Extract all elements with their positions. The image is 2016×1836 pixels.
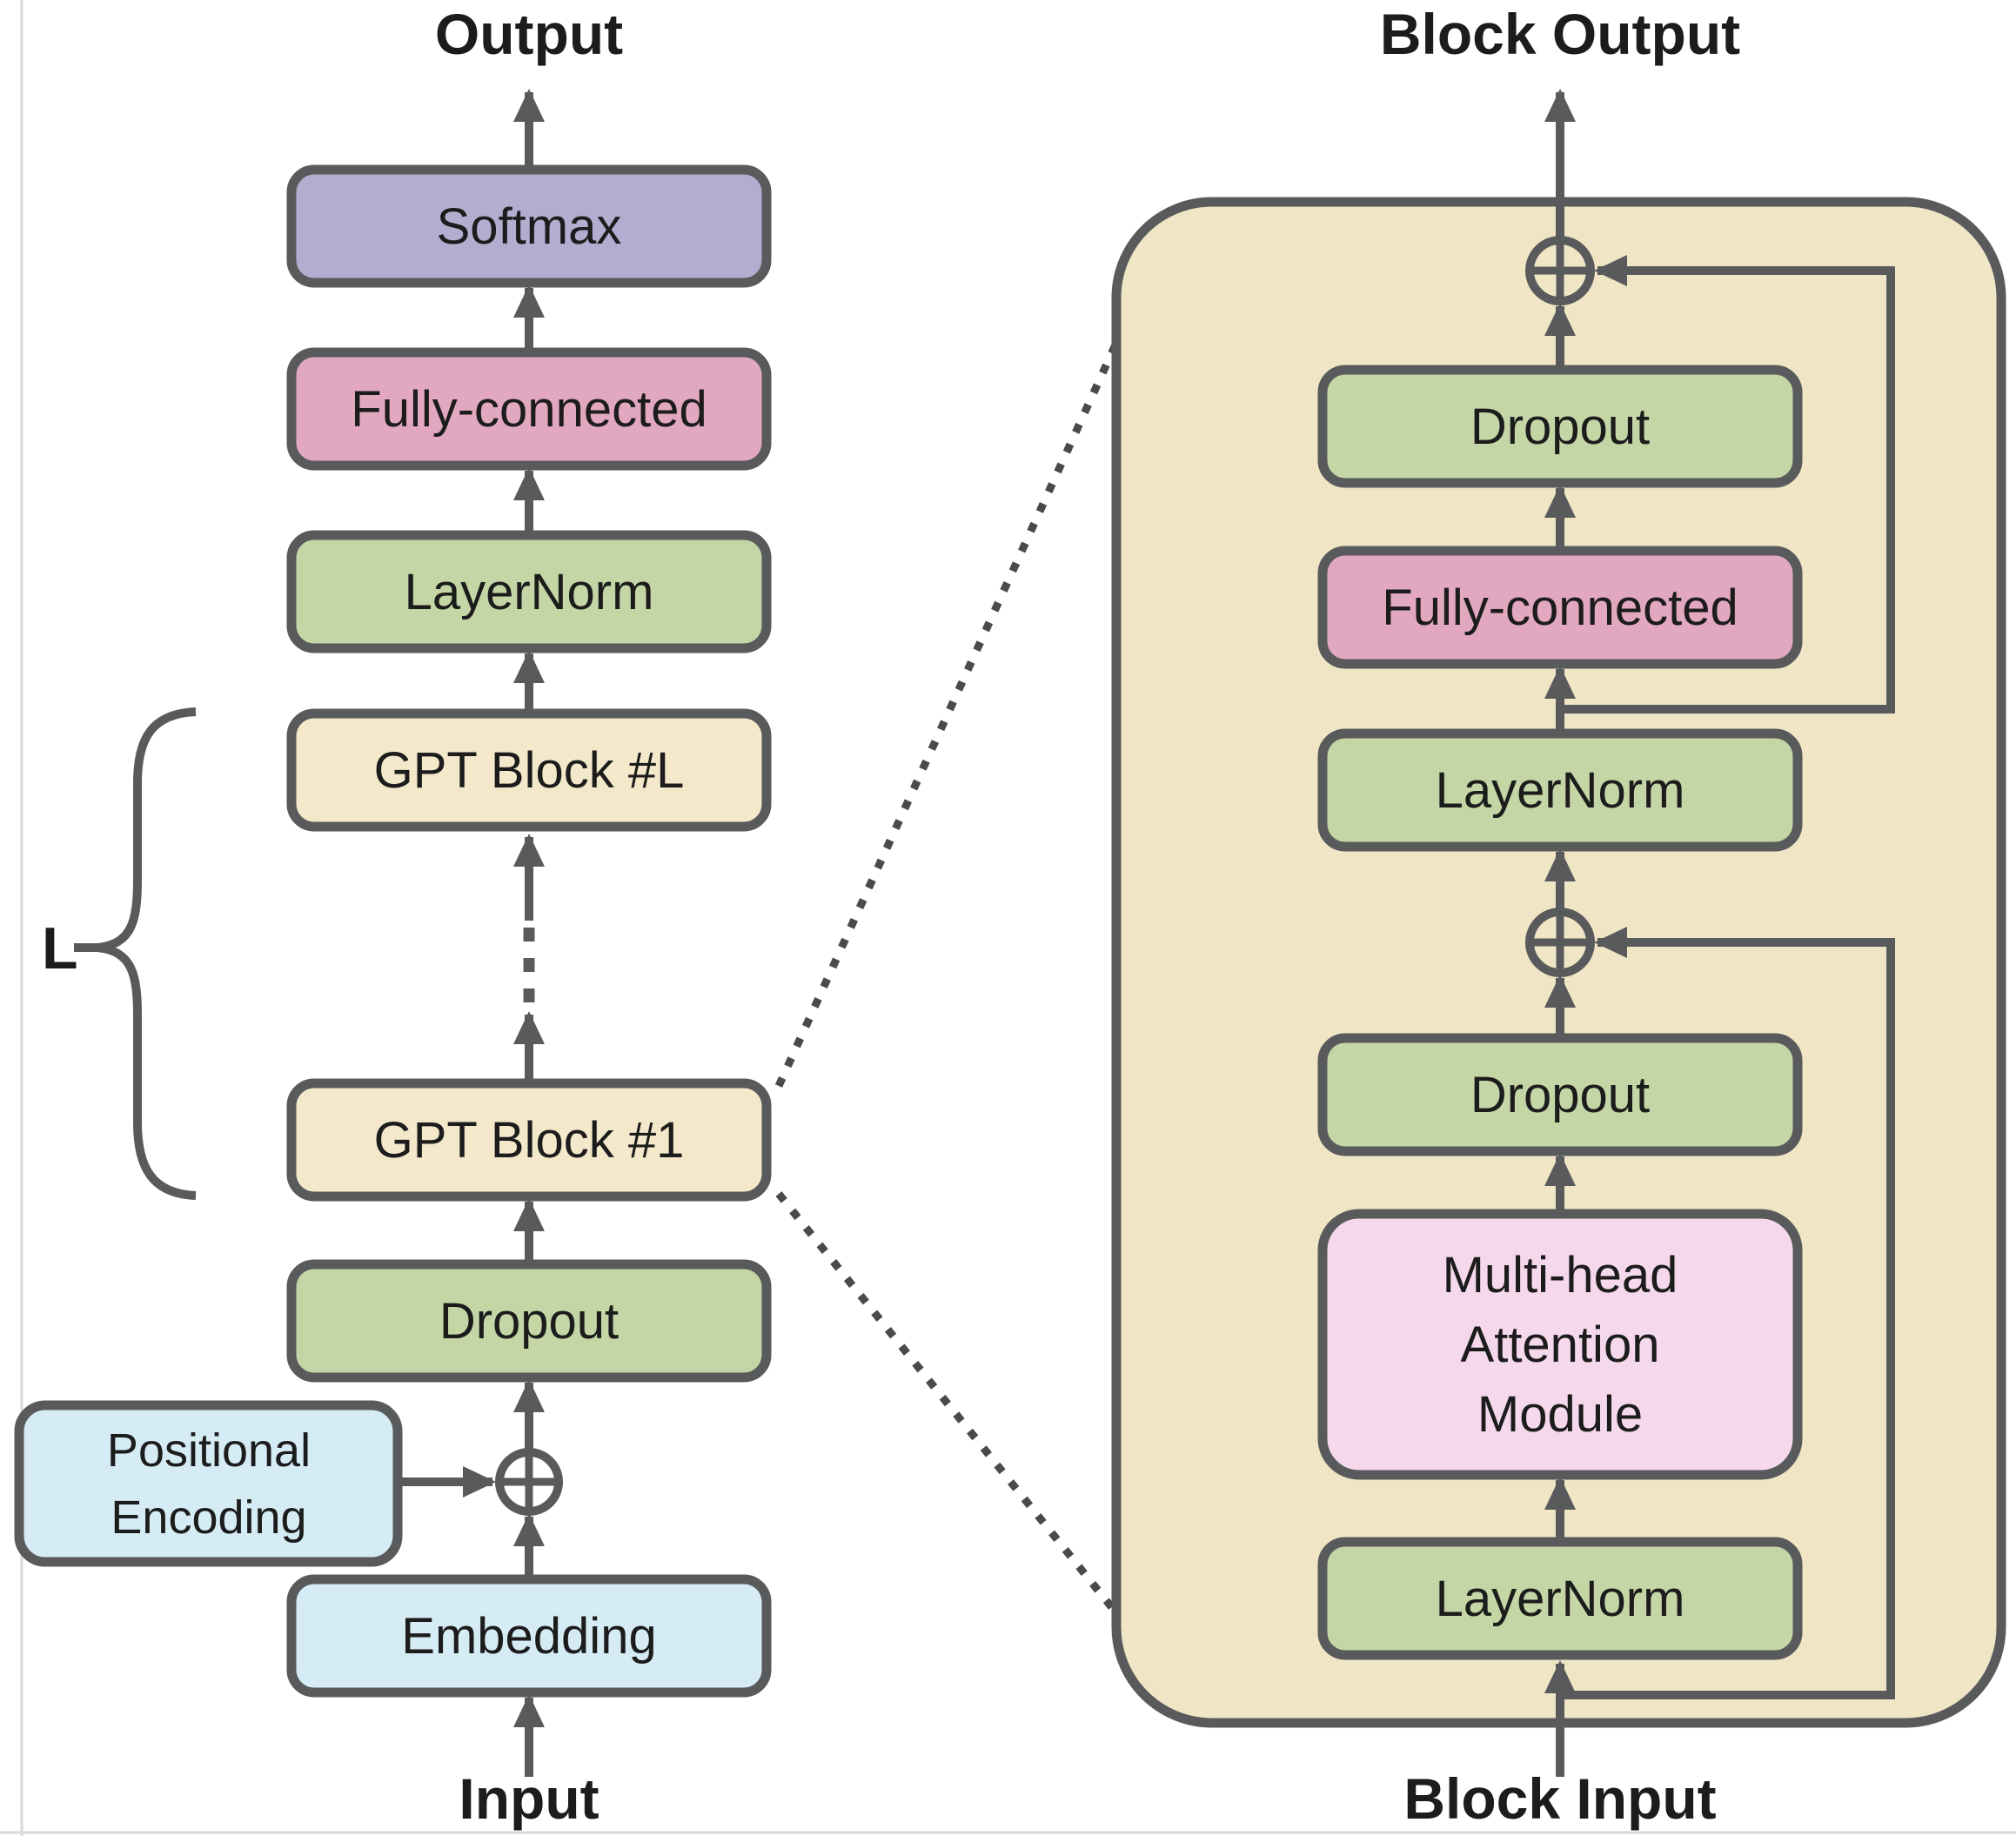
add-circle-icon xyxy=(1525,236,1595,305)
gpt-block-1-box-label: GPT Block #1 xyxy=(374,1112,685,1169)
gpt-block-1-box xyxy=(286,1078,772,1202)
dropout-mid-box xyxy=(1317,1033,1803,1156)
add-circle-icon xyxy=(495,1448,563,1516)
add-circle-icon xyxy=(1525,908,1595,977)
gpt-block-L-box-label: GPT Block #L xyxy=(374,742,685,799)
zoom-connector-line-bottom xyxy=(775,1191,1124,1621)
embedding-box xyxy=(286,1574,772,1698)
gpt-block-detail: Dropout Fully-connected LayerNorm Dropou… xyxy=(1111,2,2006,1831)
positional-encoding-box xyxy=(14,1400,403,1567)
layernorm-upper-box-label: LayerNorm xyxy=(1436,762,1685,819)
residual-skip-upper xyxy=(1560,255,1895,714)
layernorm-lower-box-label: LayerNorm xyxy=(1436,1571,1685,1627)
residual-skip-lower xyxy=(1560,927,1895,1699)
embedding-box-label: Embedding xyxy=(401,1608,656,1665)
positional-encoding-label-line1: Positional xyxy=(107,1424,311,1477)
positional-encoding-label-line2: Encoding xyxy=(111,1491,306,1544)
layernorm-lower-box xyxy=(1317,1537,1803,1660)
block-input-label: Block Input xyxy=(1403,1766,1716,1831)
dropout-box xyxy=(286,1259,772,1383)
multi-head-attention-label-line2: Attention xyxy=(1461,1317,1660,1373)
model-stack: L Softmax Fully-connected LayerNorm GPT … xyxy=(14,2,772,1831)
layernorm-box-label: LayerNorm xyxy=(405,564,654,620)
dropout-top-box-label: Dropout xyxy=(1470,399,1650,455)
block-output-label: Block Output xyxy=(1380,2,1740,66)
multi-head-attention-box xyxy=(1317,1209,1803,1480)
zoom-connector-line-top xyxy=(774,332,1125,1088)
fully-connected-box xyxy=(1317,546,1803,669)
layernorm-upper-box xyxy=(1317,728,1803,852)
layernorm-box xyxy=(286,530,772,653)
output-label: Output xyxy=(435,2,623,66)
dropout-mid-box-label: Dropout xyxy=(1470,1067,1650,1123)
dropout-top-box xyxy=(1317,365,1803,488)
layers-brace xyxy=(97,707,197,1200)
input-label: Input xyxy=(459,1766,599,1831)
multi-head-attention-label-line1: Multi-head xyxy=(1443,1247,1678,1303)
softmax-box-label: Softmax xyxy=(437,198,622,255)
brace-label-L: L xyxy=(42,915,78,982)
gpt-block-L-box xyxy=(286,708,772,832)
multi-head-attention-label-line3: Module xyxy=(1477,1386,1643,1443)
softmax-box xyxy=(286,164,772,288)
fully-connected-box-label: Fully-connected xyxy=(351,381,707,438)
fully-connected-box xyxy=(286,347,772,471)
dropout-box-label: Dropout xyxy=(439,1293,619,1350)
fully-connected-box-label: Fully-connected xyxy=(1382,580,1738,636)
